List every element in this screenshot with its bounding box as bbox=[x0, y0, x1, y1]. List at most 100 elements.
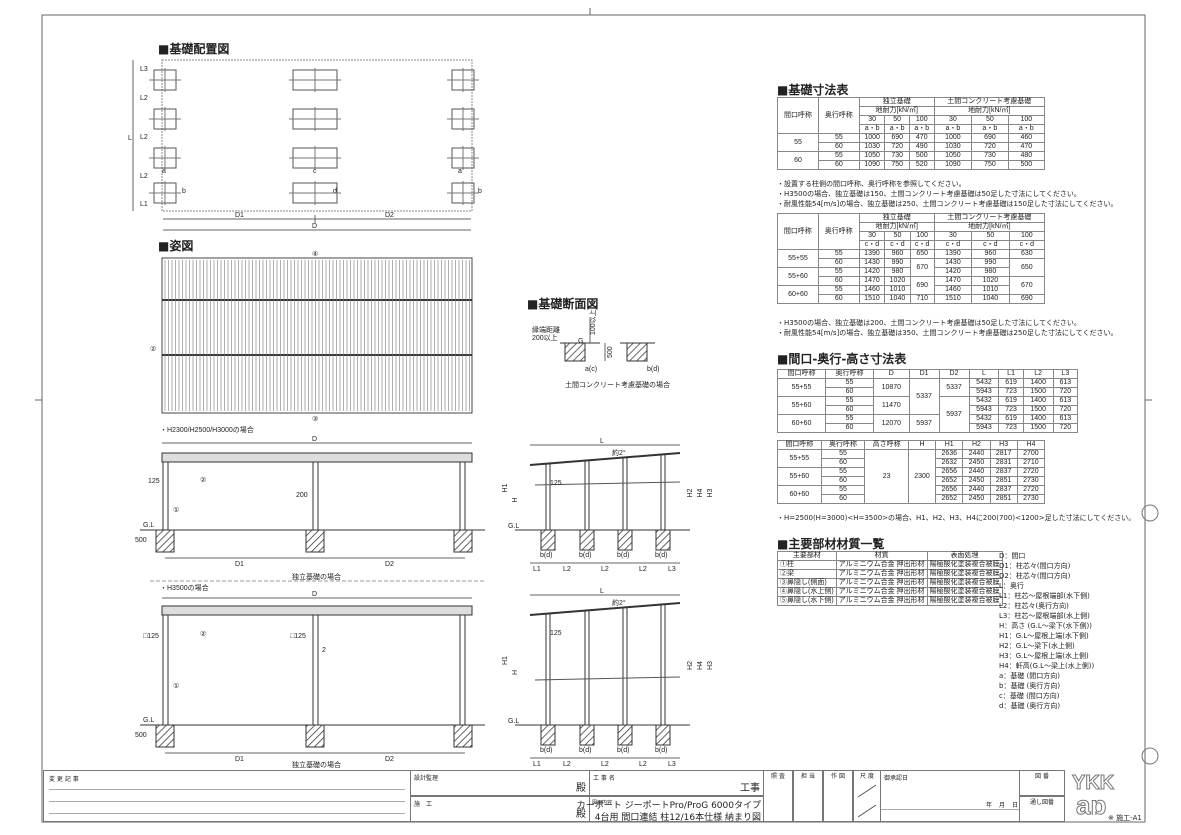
section-title-layout: ■基礎配置図 bbox=[158, 42, 230, 56]
table-cell: a・b bbox=[858, 124, 886, 134]
table-cell: 2656 bbox=[935, 467, 964, 477]
drawing-title-line1: カーポート ジーポートPro/ProG 6000タイプ bbox=[576, 801, 761, 811]
dim-L: L bbox=[600, 438, 604, 445]
dim-bd: b(d) bbox=[579, 552, 591, 559]
table-cell: 2710 bbox=[1016, 458, 1046, 468]
dim-bd: b(d) bbox=[540, 552, 552, 559]
project-label: 工 事 名 bbox=[593, 775, 615, 782]
table-cell: 60 bbox=[817, 276, 860, 286]
table-cell: 1400 bbox=[1022, 396, 1054, 406]
dim-H4: H4 bbox=[697, 661, 704, 670]
change-record-box: 変 更 記 事 bbox=[43, 770, 411, 822]
table-cell: H3 bbox=[989, 440, 1018, 450]
table-cell: 材質 bbox=[835, 551, 928, 561]
table-row: ③鼻隠し(側面)アルミニウム合金 押出形材陽極酸化塗装複合被膜 bbox=[777, 578, 1003, 588]
dim-c: c bbox=[313, 168, 317, 175]
table-cell: 55+60 bbox=[776, 396, 827, 415]
dim-ac: a(c) bbox=[585, 366, 597, 373]
marker-2: ② bbox=[200, 476, 206, 484]
table-cell: 60 bbox=[820, 494, 866, 504]
dim-D1: D1 bbox=[235, 756, 244, 763]
dim-125: 125 bbox=[148, 478, 160, 485]
dim-L: L bbox=[600, 588, 604, 595]
table-cell: 60 bbox=[817, 258, 860, 268]
table-cell: 470 bbox=[1007, 142, 1046, 152]
foundation-section: 縁端距離 200以上 G 100以上 500 a(c) b(d) 土間コンクリー… bbox=[532, 309, 670, 389]
table-cell: 地耐力[kN/㎡] bbox=[858, 222, 935, 232]
table-cell: 独立基礎 bbox=[858, 97, 935, 107]
table-cell: 1500 bbox=[1022, 423, 1054, 433]
table-cell: 23 bbox=[864, 449, 909, 504]
table-cell: 土間コンクリート考慮基礎 bbox=[933, 213, 1046, 223]
dim-L1: L1 bbox=[533, 761, 541, 768]
dim-slope: 約2° bbox=[612, 598, 626, 607]
table-cell: 10870 bbox=[873, 378, 910, 397]
table-cell: 55 bbox=[820, 467, 866, 477]
table-cell: 1420 bbox=[933, 267, 973, 277]
table-cell: 55+55 bbox=[777, 449, 822, 468]
table-cell: 2440 bbox=[962, 449, 991, 459]
approval-label: 御承認日 bbox=[884, 775, 909, 782]
table-cell: 間口呼称 bbox=[776, 369, 827, 379]
post bbox=[584, 609, 590, 726]
table-cell: L bbox=[968, 369, 1000, 379]
table-cell: 723 bbox=[998, 387, 1024, 397]
table-cell: 5937 bbox=[908, 414, 940, 433]
dim-D: D bbox=[312, 591, 317, 598]
serial-number-label: 通し図番 bbox=[1029, 799, 1054, 806]
table-cell: 520 bbox=[908, 160, 935, 170]
gl-label: G.L bbox=[143, 522, 154, 529]
table-cell: 陽極酸化塗装複合被膜 bbox=[926, 578, 1003, 588]
legend-item: H4：軒高(G.L～梁上(水上側)) bbox=[999, 662, 1095, 670]
dim-D1: D1 bbox=[235, 561, 244, 568]
table-cell: 1040 bbox=[971, 294, 1010, 304]
legend-item: a：基礎 (間口方向) bbox=[999, 672, 1060, 680]
table-cell: 55+60 bbox=[777, 467, 822, 486]
table-cell: 670 bbox=[1008, 276, 1046, 295]
table-cell: a・b bbox=[908, 124, 935, 134]
table-cell: 1000 bbox=[858, 133, 886, 143]
dim-b: b bbox=[478, 188, 482, 195]
dim-L2: L2 bbox=[563, 761, 571, 768]
table-cell: 2652 bbox=[935, 494, 964, 504]
dim-500: 500 bbox=[135, 537, 147, 544]
table-cell: 1500 bbox=[1022, 387, 1054, 397]
legend-item: D：間口 bbox=[999, 552, 1026, 560]
project-suffix: 工事 bbox=[740, 783, 760, 794]
table-cell: D bbox=[873, 369, 910, 379]
table-cell: 陽極酸化塗装複合被膜 bbox=[926, 596, 1003, 606]
table-cell: 55+55 bbox=[777, 249, 819, 268]
table-cell: 1030 bbox=[858, 142, 886, 152]
table-cell: 50 bbox=[971, 115, 1009, 125]
section-caption: 土間コンクリート考慮基礎の場合 bbox=[565, 380, 670, 389]
dim-L2: L2 bbox=[639, 761, 647, 768]
table-cell: a・b bbox=[971, 124, 1009, 134]
caption-footer: 独立基礎の場合 bbox=[292, 572, 341, 581]
dim-L3: L3 bbox=[668, 566, 676, 573]
table-cell: 1390 bbox=[858, 249, 886, 259]
table-cell: 100 bbox=[909, 231, 935, 241]
height-note: ・H=2500(H=3000)<H=3500>の場合、H1、H2、H3、H4に2… bbox=[777, 514, 1136, 522]
legend-item: D2：柱芯々(間口方向) bbox=[999, 572, 1071, 580]
table-cell: H2 bbox=[962, 440, 991, 450]
drawing-title-line2: 4台用 間口連結 柱12/16本仕様 納まり図 bbox=[594, 813, 761, 823]
table-cell: 30 bbox=[933, 231, 973, 241]
dim-H1: H1 bbox=[502, 656, 509, 665]
table-cell: 2831 bbox=[989, 458, 1018, 468]
legend-item: L2：柱芯々(奥行方向) bbox=[999, 602, 1069, 610]
dim-500: 500 bbox=[607, 346, 614, 358]
legend-item: H2：G.L～梁下(水上側) bbox=[999, 642, 1075, 650]
table-cell: ①柱 bbox=[777, 560, 837, 570]
footing bbox=[540, 724, 556, 746]
table-cell: L3 bbox=[1052, 369, 1079, 379]
table-cell: 12070 bbox=[873, 414, 910, 433]
dim-D2: D2 bbox=[385, 561, 394, 568]
table-cell: 723 bbox=[998, 423, 1024, 433]
day-label: 日 bbox=[1012, 802, 1019, 809]
dim-L2: L2 bbox=[639, 566, 647, 573]
